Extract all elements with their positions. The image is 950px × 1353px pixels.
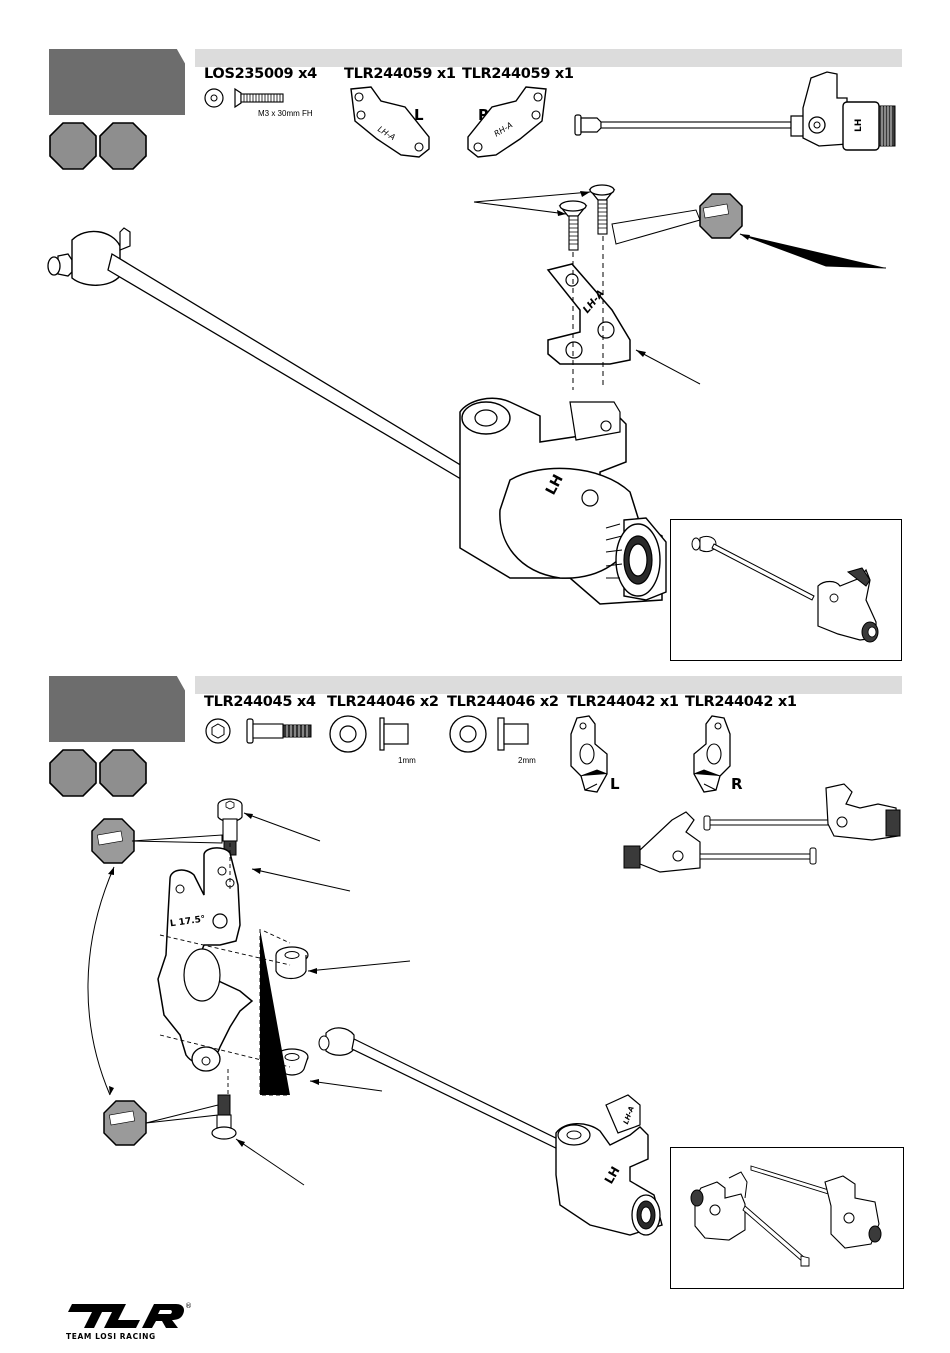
step1-inset-diagram bbox=[690, 530, 890, 650]
step1-number-tab bbox=[49, 49, 185, 115]
steering-mount-left-icon: LH-A bbox=[345, 85, 435, 160]
step2-part-label: TLR244042 x1 bbox=[567, 694, 679, 710]
step1-part-label: TLR244059 x1 bbox=[462, 66, 574, 82]
bushing-size-note: 2mm bbox=[518, 756, 536, 765]
caster-block-left-icon bbox=[567, 714, 617, 794]
logo-tagline: TEAM LOSI RACING bbox=[66, 1332, 156, 1341]
step2-part-label: TLR244042 x1 bbox=[685, 694, 797, 710]
flat-head-screw-icon bbox=[203, 86, 303, 110]
step2-inset-diagram bbox=[685, 1158, 895, 1280]
step2-exploded-diagram: L 17.5° LH LH-A bbox=[70, 795, 690, 1245]
step2-header-bar bbox=[195, 676, 902, 694]
hub-print: LH bbox=[854, 119, 864, 132]
step1-part-label: LOS235009 x4 bbox=[204, 66, 317, 82]
step1-assembly-preview: LH bbox=[575, 68, 905, 158]
bushing-2mm-icon bbox=[448, 714, 538, 754]
step2-part-label: TLR244046 x2 bbox=[327, 694, 439, 710]
bushing-size-note: 1mm bbox=[398, 756, 416, 765]
step1-hex-badge-right bbox=[99, 122, 147, 170]
step1-hex-badge-left bbox=[49, 122, 97, 170]
team-losi-racing-logo: TEAM LOSI RACING ® bbox=[62, 1300, 192, 1342]
step2-hex-badge-left bbox=[49, 749, 97, 797]
step2-hex-badge-right bbox=[99, 749, 147, 797]
step1-header-bar bbox=[195, 49, 902, 67]
step2-part-label: TLR244045 x4 bbox=[204, 694, 316, 710]
step2-part-label: TLR244046 x2 bbox=[447, 694, 559, 710]
step2-number-tab bbox=[49, 676, 185, 742]
shoulder-screw-icon bbox=[203, 716, 323, 746]
screw-size-note: M3 x 30mm FH bbox=[258, 109, 313, 118]
step1-part-label: TLR244059 x1 bbox=[344, 66, 456, 82]
bushing-1mm-icon bbox=[328, 714, 418, 754]
steering-mount-right-icon: RH-A bbox=[462, 85, 552, 160]
registered-mark: ® bbox=[185, 1302, 192, 1310]
